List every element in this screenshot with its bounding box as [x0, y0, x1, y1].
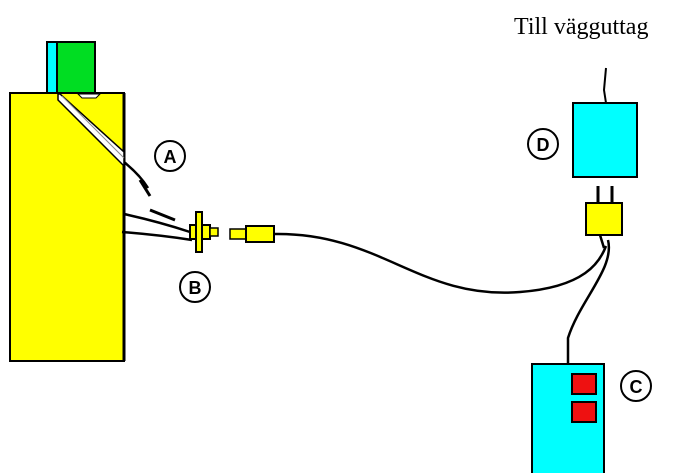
connector-b-flange	[195, 211, 203, 253]
callout-a-text: A	[164, 147, 177, 167]
red-button-top	[571, 373, 597, 395]
control-box-c	[531, 363, 605, 473]
callout-b-text: B	[189, 278, 202, 298]
callout-c-text: C	[630, 377, 643, 397]
plug-b	[229, 225, 275, 243]
cyan-pipe	[46, 41, 58, 95]
connector-b	[189, 211, 219, 253]
callout-a: A	[154, 140, 186, 172]
wall-outlet-label: Till vägguttag	[514, 14, 649, 40]
callout-b: B	[179, 271, 211, 303]
cable-to-c	[566, 239, 611, 364]
green-pipe	[56, 41, 96, 95]
callout-c: C	[620, 370, 652, 402]
device-cabinet	[9, 41, 126, 362]
power-supply-d	[572, 67, 638, 203]
yellow-adapter	[585, 202, 623, 236]
cable-main	[273, 232, 608, 294]
callout-d: D	[527, 128, 559, 160]
outlet-cord	[602, 67, 607, 104]
wires-a	[121, 161, 193, 242]
callout-d-text: D	[537, 135, 550, 155]
wire-channel	[57, 93, 125, 168]
yellow-cabinet	[9, 92, 125, 362]
red-button-bottom	[571, 401, 597, 423]
power-supply-d-body	[572, 102, 638, 178]
